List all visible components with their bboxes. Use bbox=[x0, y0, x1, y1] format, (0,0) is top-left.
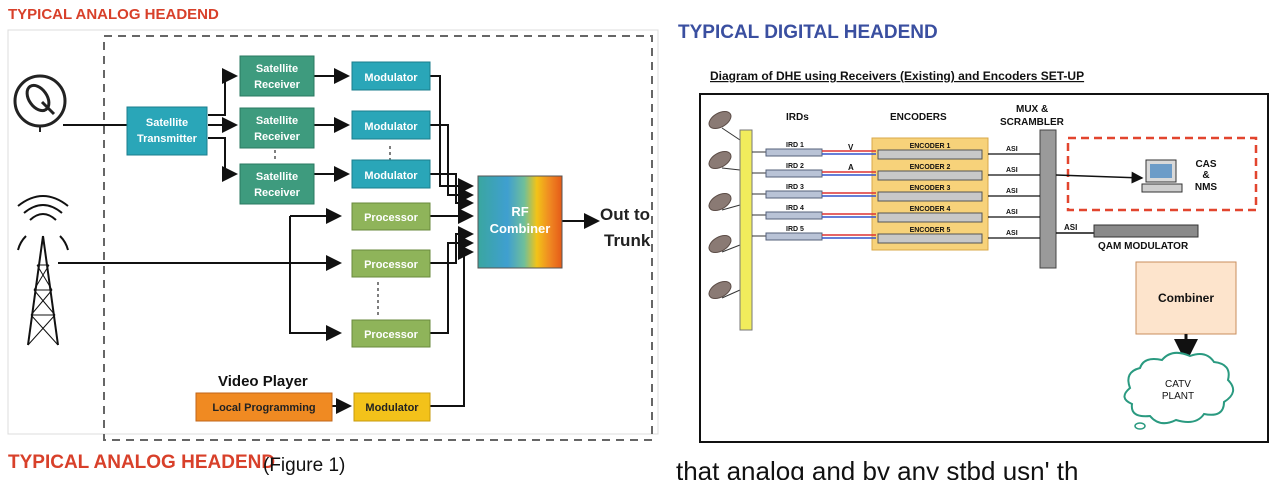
catv-label: CATV bbox=[1165, 379, 1191, 390]
asi-label-2: ASI bbox=[1006, 167, 1018, 174]
cas-label: CAS bbox=[1195, 159, 1216, 170]
digital-title: TYPICAL DIGITAL HEADEND bbox=[678, 22, 938, 43]
encoder-label-5: ENCODER 5 bbox=[910, 227, 951, 234]
digital-rows: IRD 1 ENCODER 1 ASI IRD 2 ENCODER 2 ASI IRD 3 E… bbox=[752, 142, 1040, 244]
svg-text:RF: RF bbox=[511, 204, 528, 219]
svg-text:Processor: Processor bbox=[364, 259, 419, 271]
combiner-label: Combiner bbox=[1158, 291, 1214, 305]
svg-text:Local Programming: Local Programming bbox=[212, 402, 315, 414]
headend-boundary bbox=[103, 35, 653, 441]
ird-label-2: IRD 2 bbox=[786, 163, 804, 170]
qam-modulator-label: QAM MODULATOR bbox=[1098, 241, 1189, 252]
analog-diagram: Satellite Transmitter Satellite Receiver… bbox=[7, 29, 659, 441]
svg-text:Combiner: Combiner bbox=[490, 221, 551, 236]
modulator-local: Modulator bbox=[353, 392, 431, 422]
asi-label-4: ASI bbox=[1006, 209, 1018, 216]
encoder-label-3: ENCODER 3 bbox=[910, 185, 951, 192]
catv-cloud-icon bbox=[1123, 351, 1235, 430]
ird-unit-1 bbox=[765, 148, 823, 157]
cas-amp-label: & bbox=[1202, 170, 1209, 181]
analog-bottom-title: TYPICAL ANALOG HEADEND bbox=[8, 452, 276, 473]
scrambler-label: SCRAMBLER bbox=[1000, 117, 1065, 128]
asi-label-5: ASI bbox=[1006, 230, 1018, 237]
asi-label-3: ASI bbox=[1006, 188, 1018, 195]
svg-text:Modulator: Modulator bbox=[364, 170, 418, 182]
nms-label: NMS bbox=[1195, 182, 1218, 193]
encoder-label-4: ENCODER 4 bbox=[910, 206, 951, 213]
digital-right: CAS & NMS ASI QAM MODULATOR Combiner CAT… bbox=[1055, 159, 1237, 430]
encoder-unit-2 bbox=[877, 170, 983, 181]
encoder-label-2: ENCODER 2 bbox=[910, 164, 951, 171]
ird-unit-5 bbox=[765, 232, 823, 241]
satellite-receiver-3: Satellite Receiver bbox=[239, 163, 315, 205]
processor-2: Processor bbox=[351, 249, 431, 278]
svg-text:Processor: Processor bbox=[364, 329, 419, 341]
encoder-unit-4 bbox=[877, 212, 983, 223]
svg-text:Processor: Processor bbox=[364, 212, 419, 224]
encoders-header: ENCODERS bbox=[890, 112, 947, 123]
video-player-label: Video Player bbox=[218, 373, 308, 390]
ird-label-4: IRD 4 bbox=[786, 205, 804, 212]
mux-scrambler-unit bbox=[1039, 129, 1057, 269]
svg-text:Receiver: Receiver bbox=[254, 187, 301, 199]
cas-nms-box bbox=[1066, 136, 1258, 212]
satellite-transmitter-box: Satellite Transmitter bbox=[126, 106, 208, 156]
rf-combiner-box: RF Combiner bbox=[477, 175, 563, 269]
dish-icons bbox=[708, 110, 732, 300]
svg-text:Transmitter: Transmitter bbox=[137, 133, 198, 145]
satellite-dish-icon bbox=[13, 74, 67, 132]
svg-text:Satellite: Satellite bbox=[146, 117, 188, 129]
video-signal-label: V bbox=[848, 143, 854, 152]
modulator-3: Modulator bbox=[351, 159, 431, 189]
out-to-trunk-label-2: Trunk bbox=[604, 231, 651, 250]
irds-header: IRDs bbox=[786, 112, 809, 123]
out-to-trunk-label: Out to bbox=[600, 205, 650, 224]
analog-top-title: TYPICAL ANALOG HEADEND bbox=[8, 6, 219, 23]
bottom-body-text: that analog and bv any stbd usn' th bbox=[676, 456, 1079, 480]
encoder-unit-3 bbox=[877, 191, 983, 202]
svg-text:Satellite: Satellite bbox=[256, 115, 298, 127]
ird-label-5: IRD 5 bbox=[786, 226, 804, 233]
svg-text:Satellite: Satellite bbox=[256, 63, 298, 75]
antenna-tower-icon bbox=[17, 195, 69, 346]
encoder-label-1: ENCODER 1 bbox=[910, 143, 951, 150]
svg-text:Receiver: Receiver bbox=[254, 131, 301, 143]
svg-text:Modulator: Modulator bbox=[365, 402, 419, 414]
modulator-1: Modulator bbox=[351, 61, 431, 91]
qam-modulator-unit bbox=[1093, 224, 1199, 238]
mux-label: MUX & bbox=[1016, 104, 1048, 115]
encoder-unit-5 bbox=[877, 233, 983, 244]
ird-label-3: IRD 3 bbox=[786, 184, 804, 191]
satellite-receiver-1: Satellite Receiver bbox=[239, 55, 315, 97]
local-programming-box: Local Programming bbox=[195, 392, 333, 422]
processor-3: Processor bbox=[351, 319, 431, 348]
combiner-box bbox=[1135, 261, 1237, 335]
svg-text:Modulator: Modulator bbox=[364, 72, 418, 84]
processor-1: Processor bbox=[351, 202, 431, 231]
svg-text:Satellite: Satellite bbox=[256, 171, 298, 183]
svg-text:Receiver: Receiver bbox=[254, 79, 301, 91]
svg-text:Modulator: Modulator bbox=[364, 121, 418, 133]
ird-unit-4 bbox=[765, 211, 823, 220]
asi-label-1: ASI bbox=[1006, 146, 1018, 153]
figure-label: (Figure 1) bbox=[263, 455, 346, 476]
plant-label: PLANT bbox=[1162, 391, 1194, 402]
ird-unit-2 bbox=[765, 169, 823, 178]
asi-qam-label: ASI bbox=[1064, 223, 1077, 232]
ird-unit-3 bbox=[765, 190, 823, 199]
splitter-bar bbox=[739, 129, 753, 331]
encoder-unit-1 bbox=[877, 149, 983, 160]
digital-diagram-title: Diagram of DHE using Receivers (Existing… bbox=[710, 69, 1084, 83]
modulator-2: Modulator bbox=[351, 110, 431, 140]
ird-label-1: IRD 1 bbox=[786, 142, 804, 149]
satellite-receiver-2: Satellite Receiver bbox=[239, 107, 315, 149]
computer-icon bbox=[1141, 159, 1183, 193]
audio-signal-label: A bbox=[848, 163, 854, 172]
